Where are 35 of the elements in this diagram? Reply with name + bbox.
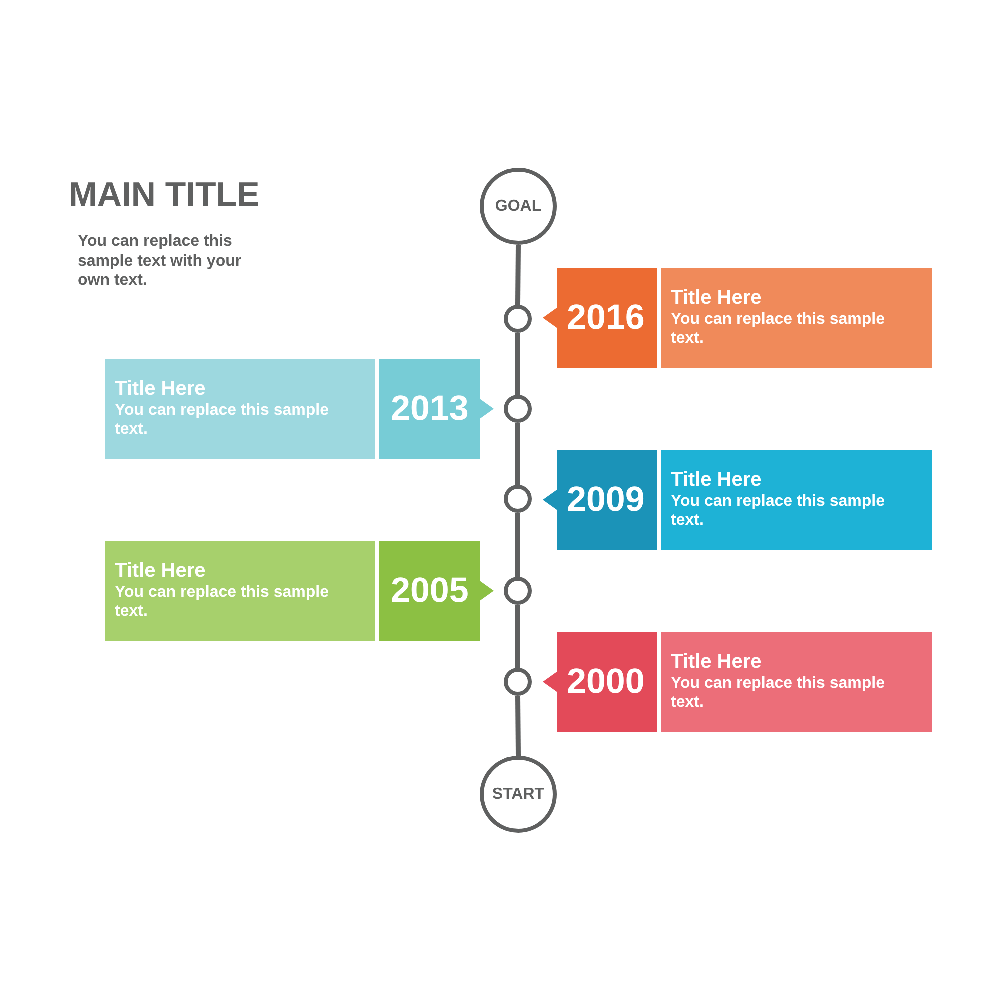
intro-text: You can replace this sample text with your own text. (78, 232, 243, 290)
text-card (661, 268, 932, 368)
timeline-line (516, 605, 520, 668)
main-title: MAIN TITLE (69, 176, 260, 215)
timeline-circle (504, 485, 532, 513)
year-tag: 2005 (379, 541, 494, 641)
year-tag: 2016 (543, 268, 657, 368)
card-text: You can replace this sample text. (115, 401, 330, 439)
timeline-circle: GOAL (480, 168, 557, 245)
timeline-line (516, 513, 520, 577)
timeline-circle (504, 395, 532, 423)
text-card (661, 450, 932, 550)
timeline-line (516, 244, 521, 306)
card-text: You can replace this sample text. (115, 583, 330, 621)
card-text: You can replace this sample text. (671, 492, 886, 530)
card-text: You can replace this sample text. (671, 310, 886, 348)
timeline-circle (504, 305, 532, 333)
timeline-line (516, 333, 520, 395)
card-title: Title Here (115, 377, 207, 401)
year-tag: 2000 (543, 632, 657, 732)
text-card (105, 541, 375, 641)
text-card (105, 359, 375, 459)
timeline-circle (504, 577, 532, 605)
card-text: You can replace this sample text. (671, 674, 886, 712)
timeline-line (516, 696, 521, 756)
text-card (661, 632, 932, 732)
card-title: Title Here (671, 650, 763, 674)
card-title: Title Here (671, 468, 763, 492)
timeline-circle: START (480, 756, 557, 833)
card-title: Title Here (115, 559, 207, 583)
timeline-line (516, 423, 520, 485)
year-tag: 2013 (379, 359, 494, 459)
timeline-circle (504, 668, 532, 696)
year-tag: 2009 (543, 450, 657, 550)
card-title: Title Here (671, 286, 763, 310)
